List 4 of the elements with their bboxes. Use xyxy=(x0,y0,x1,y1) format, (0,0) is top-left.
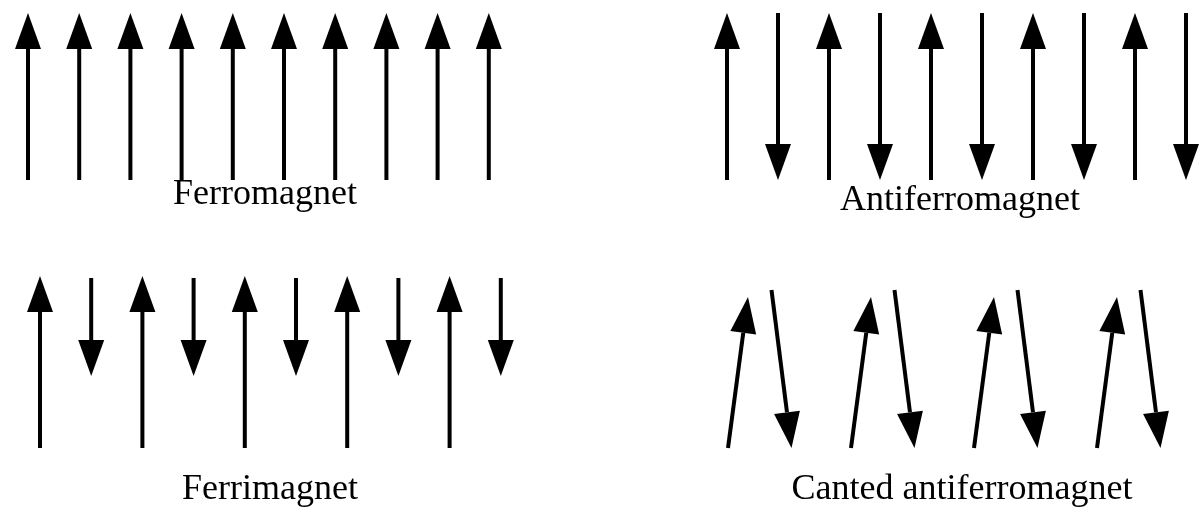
caption: Canted antiferromagnet xyxy=(791,467,1133,507)
caption: Ferromagnet xyxy=(173,172,357,212)
caption: Ferrimagnet xyxy=(182,467,358,507)
caption: Antiferromagnet xyxy=(840,178,1080,218)
